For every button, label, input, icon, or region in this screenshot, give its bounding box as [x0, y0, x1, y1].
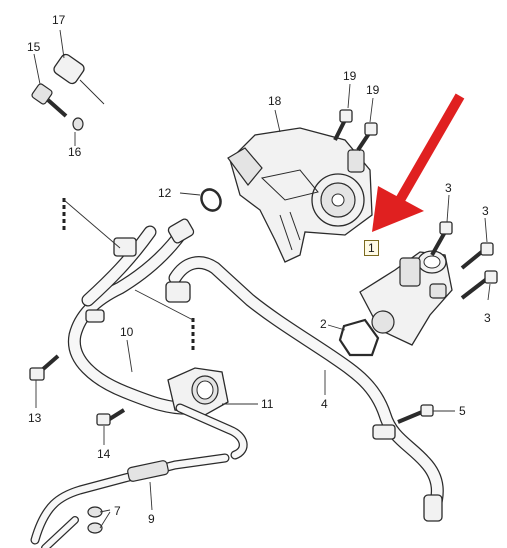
- callout-12[interactable]: 12: [158, 186, 172, 200]
- bolt-3b: [460, 242, 494, 270]
- callout-7[interactable]: 7: [114, 504, 121, 518]
- bolt-5: [397, 404, 434, 424]
- dashed-bracket: [62, 198, 195, 350]
- callout-3a[interactable]: 3: [445, 181, 452, 195]
- callout-18[interactable]: 18: [268, 94, 282, 108]
- callout-16[interactable]: 16: [68, 145, 82, 159]
- callout-5[interactable]: 5: [459, 404, 466, 418]
- o-ring-12: [200, 188, 222, 212]
- callout-17[interactable]: 17: [52, 13, 66, 27]
- bolt-14: [96, 408, 126, 426]
- callout-9[interactable]: 9: [148, 512, 155, 526]
- callout-19a[interactable]: 19: [343, 69, 357, 83]
- bolt-19a: [333, 109, 353, 141]
- flange-11: [167, 367, 229, 416]
- callout-10[interactable]: 10: [120, 325, 134, 339]
- thermostat-housing-1: [359, 250, 453, 346]
- callout-14[interactable]: 14: [97, 447, 111, 461]
- highlight-arrow: [372, 93, 465, 232]
- leader-lines: [33, 29, 491, 529]
- pipe-10: [67, 218, 202, 415]
- callout-4[interactable]: 4: [321, 397, 328, 411]
- washer-16: [72, 117, 84, 131]
- callout-3b[interactable]: 3: [482, 204, 489, 218]
- callout-1[interactable]: 1: [364, 240, 379, 256]
- clip-7: [87, 506, 103, 534]
- callout-11[interactable]: 11: [261, 397, 274, 411]
- callout-2[interactable]: 2: [320, 317, 327, 331]
- hose-4: [165, 256, 444, 522]
- sensor-17: [53, 53, 105, 105]
- sensor-15: [31, 83, 68, 118]
- callout-3c[interactable]: 3: [484, 311, 491, 325]
- pipe-9: [30, 403, 248, 548]
- callout-13[interactable]: 13: [28, 411, 42, 425]
- callout-15[interactable]: 15: [27, 40, 41, 54]
- bolt-13: [29, 354, 60, 381]
- water-pump-18: [227, 127, 373, 263]
- callout-19b[interactable]: 19: [366, 83, 380, 97]
- bolt-3a: [430, 221, 453, 256]
- bolt-3c: [460, 270, 498, 300]
- bolt-19b: [356, 122, 378, 152]
- gasket-2: [338, 318, 380, 357]
